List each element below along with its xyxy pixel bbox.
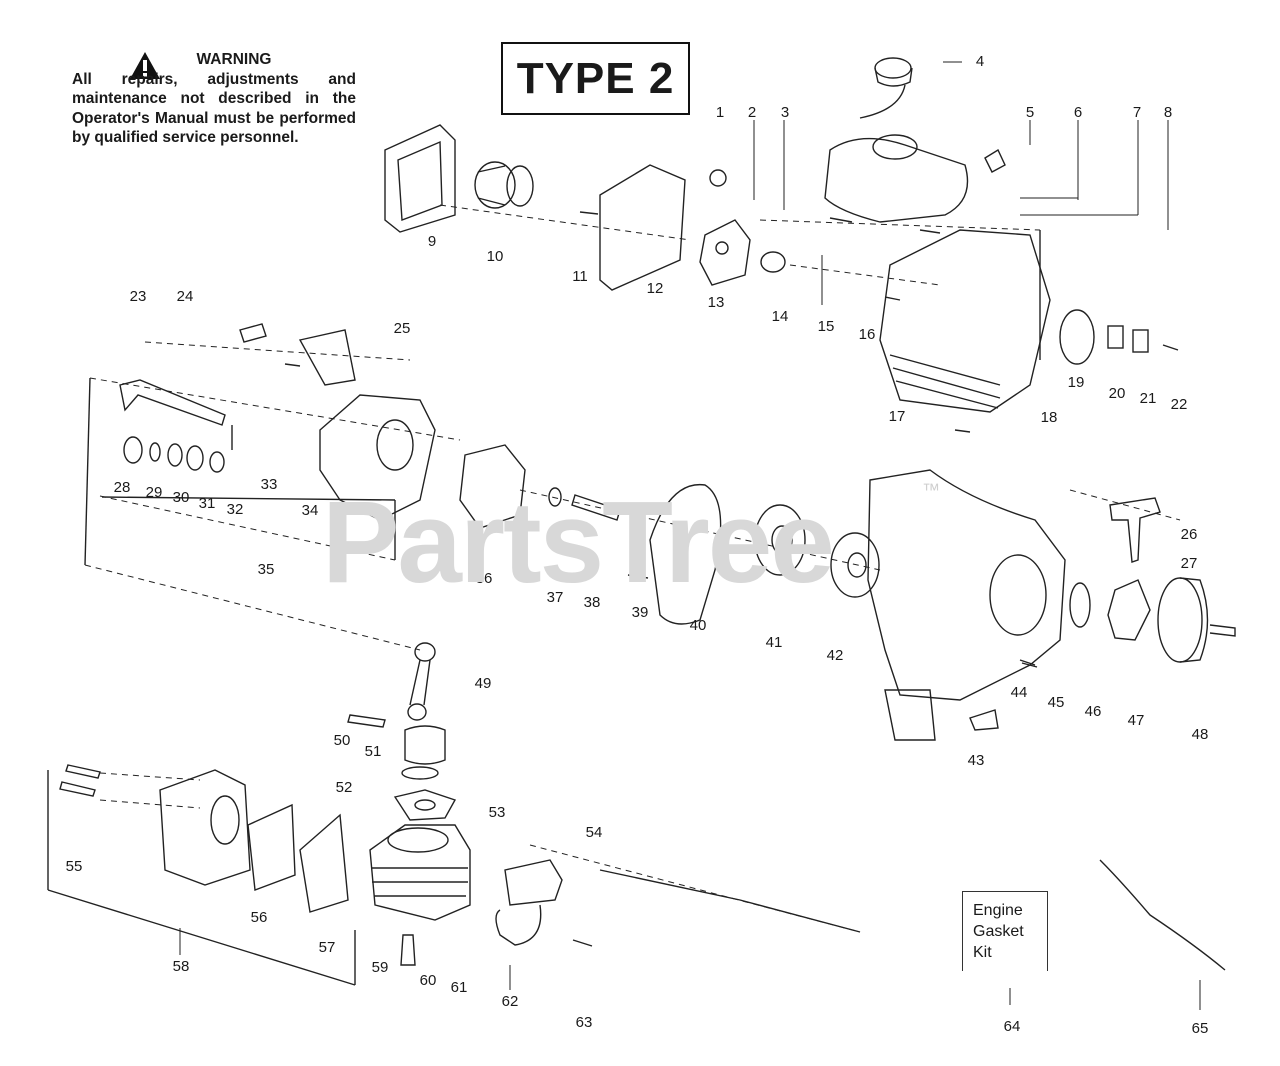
part-callout-17: 17 [889,408,906,425]
part-callout-25: 25 [394,320,411,337]
part-callout-38: 38 [584,594,601,611]
part-callout-32: 32 [227,501,244,518]
part-callout-42: 42 [827,647,844,664]
warning-heading: WARNING [196,51,272,68]
watermark-text: PartsTree [322,477,835,607]
part-callout-23: 23 [130,288,147,305]
warning-notice: WARNING All repairs, adjustments and mai… [72,50,356,148]
part-callout-51: 51 [365,743,382,760]
kit-line-1: Engine [973,902,1023,919]
part-callout-33: 33 [261,476,278,493]
diagram-title: TYPE 2 [501,42,690,115]
part-callout-60: 60 [420,972,437,989]
part-callout-28: 28 [114,479,131,496]
part-callout-24: 24 [177,288,194,305]
part-callout-11: 11 [572,268,588,285]
part-callout-13: 13 [708,294,725,311]
part-callout-7: 7 [1133,104,1141,121]
part-callout-12: 12 [647,280,664,297]
part-callout-5: 5 [1026,104,1034,121]
part-callout-9: 9 [428,233,436,250]
part-callout-22: 22 [1171,396,1188,413]
part-callout-46: 46 [1085,703,1102,720]
part-callout-30: 30 [173,489,190,506]
part-callout-44: 44 [1011,684,1028,701]
part-callout-61: 61 [451,979,468,996]
warning-triangle-icon [130,52,160,79]
part-callout-34: 34 [302,502,319,519]
part-callout-58: 58 [173,958,190,975]
part-callout-20: 20 [1109,385,1126,402]
part-callout-15: 15 [818,318,835,335]
warning-heading-row: WARNING [112,50,356,70]
part-callout-18: 18 [1041,409,1058,426]
part-callout-59: 59 [372,959,389,976]
part-callout-3: 3 [781,104,789,121]
part-callout-29: 29 [146,484,163,501]
part-callout-41: 41 [766,634,783,651]
part-callout-16: 16 [859,326,876,343]
part-callout-64: 64 [1004,1018,1021,1035]
part-callout-55: 55 [66,858,83,875]
part-callout-62: 62 [502,993,519,1010]
part-callout-6: 6 [1074,104,1082,121]
part-callout-4: 4 [976,53,984,70]
part-callout-49: 49 [475,675,492,692]
part-callout-14: 14 [772,308,789,325]
part-callout-36: 36 [476,570,493,587]
part-callout-45: 45 [1048,694,1065,711]
kit-line-2: Gasket [973,923,1024,940]
part-callout-1: 1 [716,104,724,121]
part-callout-54: 54 [586,824,603,841]
warning-text: All repairs, adjustments and maintenance… [72,70,356,147]
part-callout-52: 52 [336,779,353,796]
part-callout-39: 39 [632,604,649,621]
part-callout-35: 35 [258,561,275,578]
part-callout-26: 26 [1181,526,1198,543]
part-callout-2: 2 [748,104,756,121]
part-callout-56: 56 [251,909,268,926]
part-callout-43: 43 [968,752,985,769]
part-callout-31: 31 [199,495,216,512]
part-callout-48: 48 [1192,726,1209,743]
part-callout-8: 8 [1164,104,1172,121]
part-callout-27: 27 [1181,555,1198,572]
part-callout-10: 10 [487,248,504,265]
part-callout-63: 63 [576,1014,593,1031]
kit-line-3: Kit [973,944,992,961]
part-callout-47: 47 [1128,712,1145,729]
part-callout-50: 50 [334,732,351,749]
watermark-trademark: ™ [922,480,940,500]
part-callout-53: 53 [489,804,506,821]
part-callout-21: 21 [1140,390,1157,407]
part-callout-40: 40 [690,617,707,634]
part-callout-65: 65 [1192,1020,1209,1037]
part-callout-57: 57 [319,939,336,956]
part-callout-37: 37 [547,589,564,606]
part-callout-19: 19 [1068,374,1085,391]
engine-gasket-kit-box: Engine Gasket Kit [962,891,1048,971]
